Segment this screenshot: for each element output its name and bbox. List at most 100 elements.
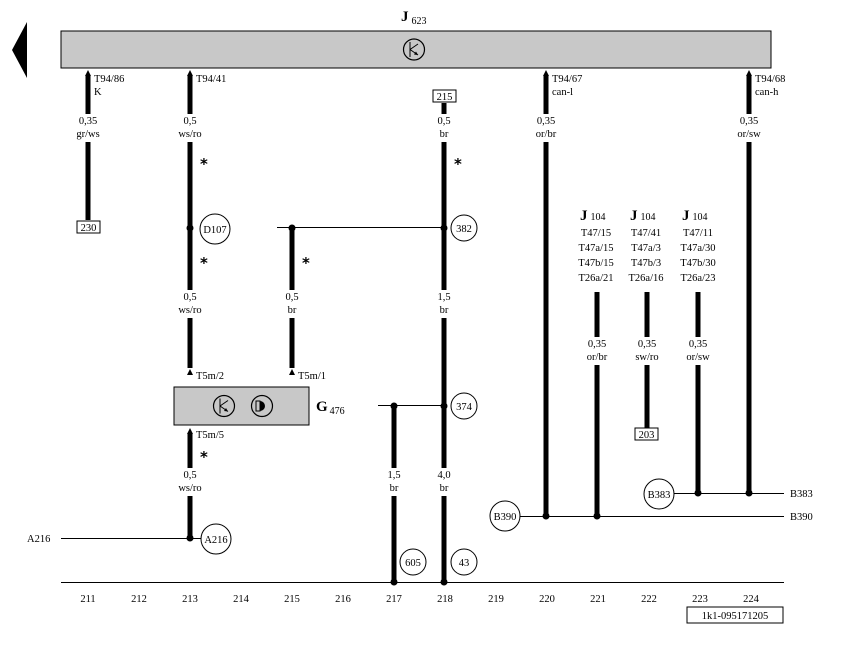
node-d107[interactable]: D107 — [199, 213, 231, 245]
wire-gauge: 1,5 — [437, 292, 450, 303]
marker-asterisk: * — [454, 155, 462, 173]
j104-pin-label: T47/11 — [683, 228, 713, 239]
signal-label: can-h — [755, 87, 779, 98]
side-label-a216: A216 — [27, 534, 50, 545]
wire-gauge: 0,35 — [588, 339, 606, 350]
pin-label: T5m/5 — [196, 430, 224, 441]
j104-pin-label: T47b/3 — [631, 258, 661, 269]
j104-pin-label: T47a/30 — [681, 243, 716, 254]
pin-label: T94/86 — [94, 74, 124, 85]
wire-gauge: 0,5 — [183, 470, 196, 481]
wire-colour: ws/ro — [178, 483, 201, 494]
wire-colour: or/sw — [737, 129, 761, 140]
j623-control-unit[interactable] — [60, 30, 772, 69]
splice-dot — [390, 578, 398, 586]
electronic-ground-icon — [212, 394, 236, 418]
track-number: 216 — [335, 594, 351, 605]
pin-label: T5m/1 — [298, 371, 326, 382]
wire-colour: or/br — [587, 352, 608, 363]
wire-spec-labels: 0,35gr/ws0,5ws/ro0,5ws/ro0,5ws/ro0,5br0,… — [74, 114, 763, 496]
svg-text:A216: A216 — [204, 535, 227, 546]
wire-colour: gr/ws — [76, 129, 99, 140]
wire-gauge: 1,5 — [387, 470, 400, 481]
j104-pin-label: T47/41 — [631, 228, 661, 239]
wire-220[interactable] — [543, 70, 549, 516]
splice-dot — [694, 489, 702, 497]
node-b383[interactable]: B383 — [643, 478, 675, 510]
splice-dot — [440, 224, 448, 232]
wire-gauge: 0,35 — [740, 116, 758, 127]
wire-spec-w222: 0,35 sw/ro — [633, 337, 661, 365]
track-number: 211 — [80, 594, 95, 605]
splice-dot — [440, 578, 448, 586]
node-a216[interactable]: A216 — [200, 523, 232, 555]
wire-colour: br — [440, 483, 449, 494]
pin-label: T5m/2 — [196, 371, 224, 382]
wire-211[interactable] — [85, 70, 91, 220]
marker-asterisk: * — [302, 254, 310, 272]
wire-colour: br — [440, 129, 449, 140]
splice-dot — [542, 512, 550, 520]
wire-colour: or/br — [536, 129, 557, 140]
track-number: 224 — [743, 594, 760, 605]
previous-page-arrow-icon[interactable] — [12, 22, 27, 78]
node-b390[interactable]: B390 — [489, 500, 521, 532]
wire-colour: sw/ro — [635, 352, 658, 363]
svg-text:B390: B390 — [494, 512, 517, 523]
wire-gauge: 0,5 — [183, 116, 196, 127]
track-number: 214 — [233, 594, 250, 605]
wire-colour: ws/ro — [178, 305, 201, 316]
splice-dot — [186, 534, 194, 542]
ref-box-203[interactable] — [634, 427, 659, 441]
signal-label: K — [94, 87, 102, 98]
svg-text:D107: D107 — [203, 225, 226, 236]
ref-box-215-text: 215 — [437, 92, 453, 103]
j104-pin-label: T47b/15 — [578, 258, 614, 269]
wire-spec-w224: 0,35 or/sw — [735, 114, 763, 142]
node-374[interactable]: 374 — [450, 392, 478, 420]
wire-colour: or/sw — [686, 352, 710, 363]
marker-asterisk: * — [200, 448, 208, 466]
svg-text:43: 43 — [459, 558, 470, 569]
j104-pin-label: T47b/30 — [680, 258, 716, 269]
wire-224[interactable] — [746, 70, 752, 493]
g476-component[interactable] — [173, 386, 310, 426]
splice-dot — [288, 224, 296, 232]
wire-gauge: 0,35 — [689, 339, 707, 350]
track-number: 218 — [437, 594, 453, 605]
wire-spec-w211: 0,35 gr/ws — [74, 114, 102, 142]
wire-gauge: 0,35 — [638, 339, 656, 350]
ref-box-203-text: 203 — [639, 430, 655, 441]
electronic-ground-icon — [402, 38, 426, 61]
track-number: 223 — [692, 594, 708, 605]
node-605[interactable]: 605 — [399, 548, 427, 576]
track-number: 219 — [488, 594, 504, 605]
wire-gauge: 0,35 — [537, 116, 555, 127]
wire-gauge: 0,35 — [79, 116, 97, 127]
sensor-icon — [250, 394, 274, 418]
track-number: 217 — [386, 594, 402, 605]
wire-colour: br — [440, 305, 449, 316]
ref-box-215[interactable] — [432, 89, 457, 103]
j104-pin-label: T47/15 — [581, 228, 611, 239]
node-382[interactable]: 382 — [450, 214, 478, 242]
ref-box-230[interactable] — [76, 220, 101, 234]
wire-spec-w213a: 0,5ws/ro — [176, 114, 204, 142]
marker-asterisk: * — [200, 155, 208, 173]
track-number: 220 — [539, 594, 555, 605]
svg-text:382: 382 — [456, 224, 472, 235]
svg-text:374: 374 — [456, 402, 473, 413]
wire-spec-w213b: 0,5ws/ro — [176, 290, 204, 318]
wire-spec-w221: 0,35 or/br — [583, 337, 611, 365]
document-id: 1k1-095171205 — [702, 611, 769, 622]
node-43[interactable]: 43 — [450, 548, 478, 576]
signal-label: can-l — [552, 87, 573, 98]
wire-spec-w218c: 4,0br — [430, 468, 458, 496]
wire-colour: br — [288, 305, 297, 316]
pin-label: T94/41 — [196, 74, 226, 85]
